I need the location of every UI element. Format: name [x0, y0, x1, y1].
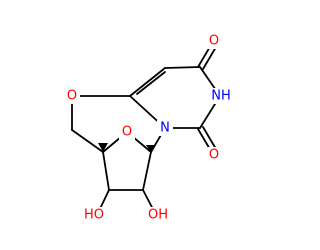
bond-c4u-o-b	[202, 46, 217, 70]
wedge-c1	[146, 145, 156, 152]
nitrogen-nh-label: NH	[211, 89, 231, 104]
hydroxyl-right: OH	[146, 207, 170, 223]
wedge-c4	[98, 143, 108, 152]
bond-c2-c1	[142, 151, 152, 191]
carbonyl-oxygen-top: O	[206, 33, 222, 49]
atom-labels: O O N NH O O H	[64, 33, 234, 223]
carbonyl-oxygen-bottom: O	[206, 147, 222, 163]
bonds	[71, 44, 221, 214]
carbonyl-oxygen-bottom-label: O	[209, 148, 219, 163]
structure-canvas: O O N NH O O H	[64, 33, 234, 223]
ether-oxygen-label: O	[67, 89, 77, 104]
ring-oxygen-label: O	[122, 125, 132, 140]
nitrogen-n1-label: N	[160, 121, 170, 136]
nitrogen-nh: NH	[208, 88, 234, 104]
bond-c2u-o-b	[202, 126, 217, 150]
hydroxyl-left-label: HO	[84, 208, 104, 223]
ring-oxygen: O	[119, 124, 135, 140]
hydroxyl-left: HO	[82, 207, 106, 223]
bond-c5u-c4u	[164, 66, 201, 69]
bond-c4-c3	[102, 151, 110, 191]
nitrogen-n1: N	[157, 120, 173, 136]
ether-oxygen: O	[64, 88, 80, 104]
hydroxyl-right-label: OH	[148, 208, 168, 223]
bond-c6-c5u	[129, 67, 166, 97]
carbonyl-oxygen-top-label: O	[209, 34, 219, 49]
molecule-structure: O O N NH O O H	[64, 33, 234, 223]
bond-c4-c5	[71, 129, 104, 153]
bond-c6-c5u-double	[136, 71, 166, 95]
